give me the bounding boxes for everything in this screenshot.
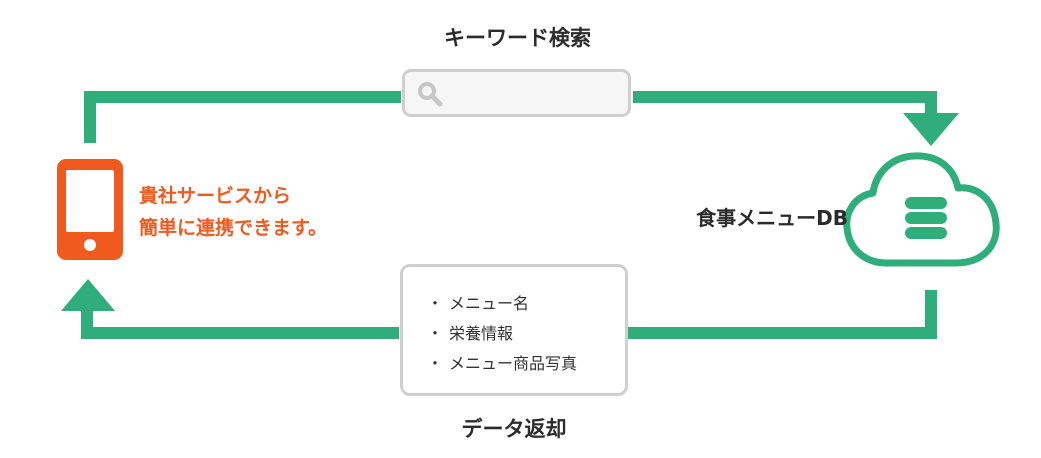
data-return-label: データ返却 [461, 417, 567, 441]
smartphone-icon [57, 159, 123, 260]
request-flow-line [84, 91, 401, 143]
list-item-text: 栄養情報 [449, 324, 514, 343]
menu-db-label: 食事メニューDB [696, 206, 848, 230]
service-line: 貴社サービスから [139, 185, 292, 207]
search-icon [418, 82, 443, 107]
request-flow-line-right [633, 91, 937, 115]
search-box [402, 69, 631, 117]
arrow-up-icon [61, 279, 115, 311]
cloud-database-icon [843, 152, 1000, 267]
list-item-text: メニュー名 [449, 294, 530, 313]
service-description: 貴社サービスから 簡単に連携できます。 [139, 180, 369, 244]
returned-data-list: ・メニュー名 ・栄養情報 ・メニュー商品写真 [427, 289, 625, 379]
list-item: ・メニュー名 [427, 294, 530, 313]
service-line: 簡単に連携できます。 [139, 217, 328, 239]
arrow-down-icon [903, 113, 959, 146]
list-item-text: メニュー商品写真 [449, 354, 578, 373]
returned-data-box: ・メニュー名 ・栄養情報 ・メニュー商品写真 [400, 264, 628, 396]
keyword-search-label: キーワード検索 [444, 26, 591, 50]
list-item: ・栄養情報 [427, 324, 514, 343]
list-item: ・メニュー商品写真 [427, 354, 578, 373]
response-flow-line-left [81, 308, 399, 339]
response-flow-line-right [627, 290, 937, 339]
